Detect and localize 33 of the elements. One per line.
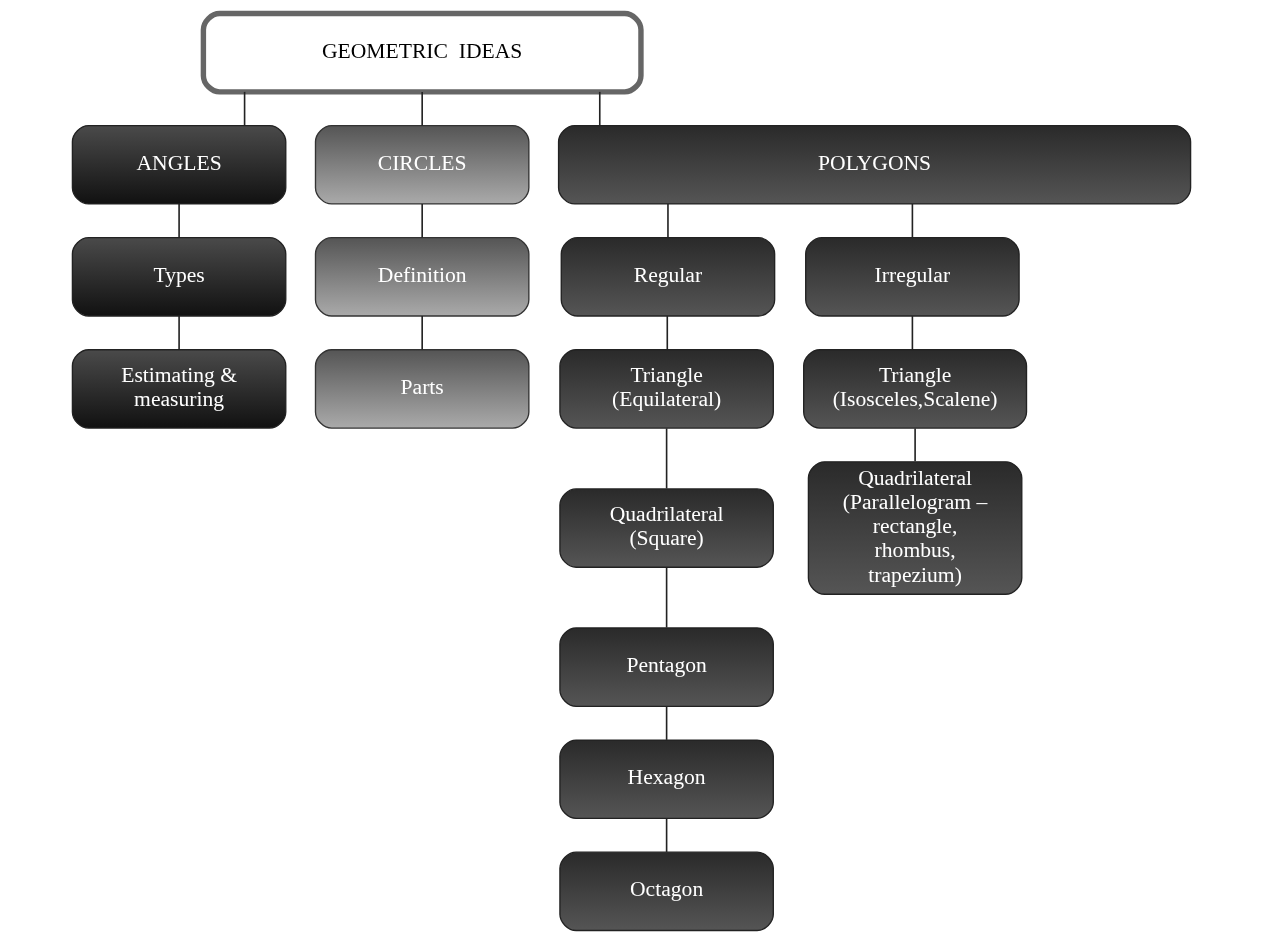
connector — [243, 91, 246, 127]
connector — [421, 315, 423, 351]
node-box: Regular — [560, 237, 776, 317]
node-box: Quadrilateral (Parallelogram – rectangle, rhombus, trapezium) — [807, 461, 1023, 595]
connector — [914, 427, 916, 463]
node-box: Types — [71, 237, 287, 317]
node-box: Estimating & measuring — [71, 349, 287, 429]
node-box: GEOMETRIC IDEAS — [200, 10, 644, 95]
node-box: Triangle (Equilateral) — [559, 349, 774, 429]
node-box: Hexagon — [559, 739, 774, 820]
node-box: Pentagon — [559, 627, 774, 707]
connector — [598, 91, 601, 127]
connector — [421, 203, 423, 239]
node-box: POLYGONS — [557, 124, 1192, 205]
node-box: Irregular — [805, 237, 1020, 317]
connector — [665, 427, 668, 490]
node-box: Quadrilateral (Square) — [559, 488, 774, 568]
node-box: Parts — [314, 349, 530, 429]
connector — [911, 315, 914, 351]
connector — [667, 203, 669, 239]
connector — [178, 315, 180, 351]
connector — [665, 566, 668, 629]
node-box: Triangle (Isosceles,Scalene) — [803, 349, 1028, 429]
node-box: ANGLES — [71, 124, 287, 205]
connector — [666, 315, 669, 351]
node-box: Definition — [314, 237, 530, 317]
node-box: CIRCLES — [314, 124, 530, 205]
node-box: Octagon — [559, 851, 774, 932]
connector — [178, 203, 180, 239]
connector — [665, 817, 668, 853]
connector — [665, 705, 668, 741]
connector — [421, 91, 423, 127]
connector — [911, 203, 914, 239]
